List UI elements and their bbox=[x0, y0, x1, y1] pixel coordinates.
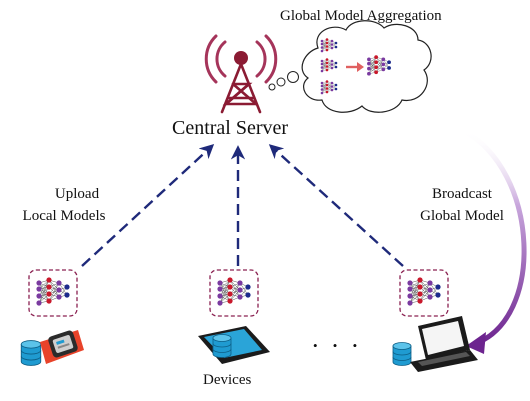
smartwatch-icon bbox=[40, 330, 84, 364]
broadcast-label-line-2: Global Model bbox=[420, 208, 504, 224]
local-model-box-2 bbox=[209, 269, 259, 317]
smartphone-device bbox=[198, 326, 270, 364]
central-server-label: Central Server bbox=[172, 117, 289, 139]
laptop-icon bbox=[410, 316, 478, 372]
database-icon bbox=[212, 334, 232, 358]
devices-label: Devices bbox=[203, 372, 252, 388]
upload-arrows bbox=[81, 144, 404, 267]
smartphone-icon bbox=[198, 326, 270, 364]
thought-bubble bbox=[268, 71, 299, 91]
radio-tower-icon bbox=[204, 34, 278, 114]
aggregation-models bbox=[320, 38, 392, 95]
local-model-box-1 bbox=[28, 269, 78, 317]
aggregation-label: Global Model Aggregation bbox=[280, 8, 442, 24]
broadcast-label-line-1: Broadcast bbox=[432, 186, 492, 202]
upload-label-line-2: Local Models bbox=[22, 208, 106, 224]
broadcast-arrowhead bbox=[466, 332, 486, 354]
broadcast-label: Broadcast Global Model bbox=[412, 183, 512, 227]
laptop-device bbox=[392, 316, 478, 372]
local-model-box-3 bbox=[399, 269, 449, 317]
upload-label: Upload Local Models bbox=[23, 183, 118, 227]
broadcast-arrow bbox=[459, 127, 527, 347]
upload-label-line-1: Upload bbox=[54, 186, 100, 202]
smartwatch-device bbox=[20, 330, 84, 366]
ellipsis-label: • • • bbox=[313, 338, 364, 353]
database-icon bbox=[20, 340, 42, 366]
database-icon bbox=[392, 342, 412, 366]
